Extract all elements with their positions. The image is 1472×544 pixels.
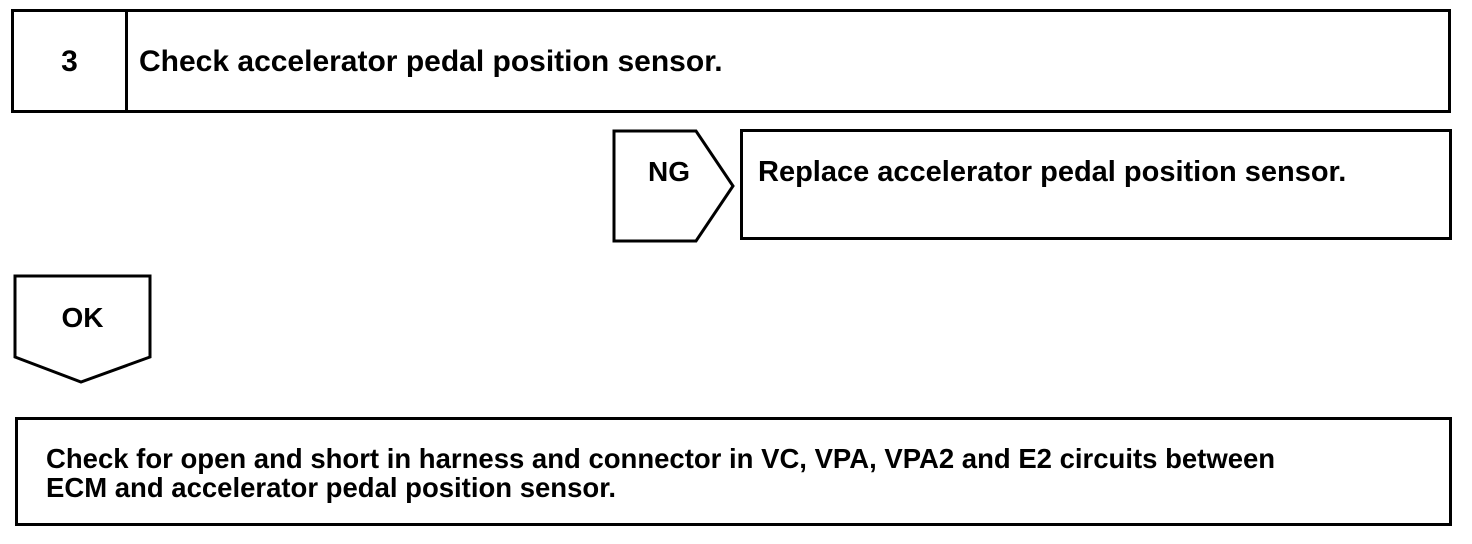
step-number-divider xyxy=(125,12,128,110)
ng-label: NG xyxy=(648,156,690,187)
next-step-text-line1: Check for open and short in harness and … xyxy=(46,443,1276,474)
next-step-box: Check for open and short in harness and … xyxy=(15,417,1452,526)
ng-action-text: Replace accelerator pedal position senso… xyxy=(758,156,1347,188)
ng-action-box: Replace accelerator pedal position senso… xyxy=(740,129,1452,240)
step-title: Check accelerator pedal position sensor. xyxy=(139,45,723,78)
step-number: 3 xyxy=(61,45,78,78)
next-step-text-line2: ECM and accelerator pedal position senso… xyxy=(46,472,617,503)
step-header: 3 Check accelerator pedal position senso… xyxy=(11,9,1451,113)
ok-label: OK xyxy=(61,302,104,333)
